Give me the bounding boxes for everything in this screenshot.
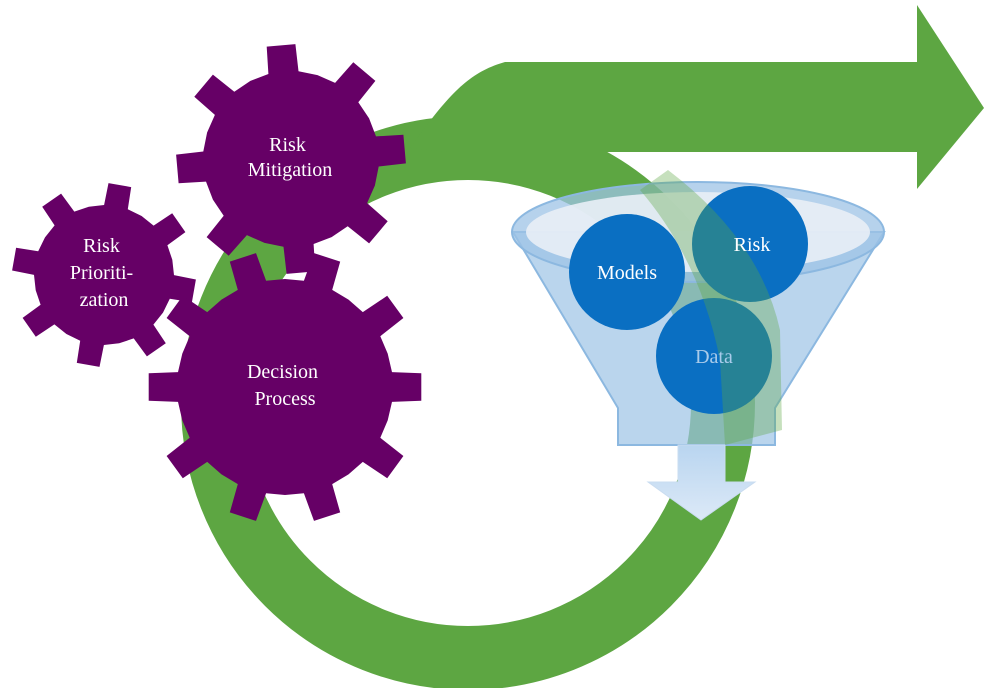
funnel-output-arrow-icon [646, 444, 757, 521]
risk-circle [692, 186, 808, 302]
loop-overlay [640, 170, 782, 445]
data-label: Data [695, 346, 733, 368]
data-circle [656, 298, 772, 414]
risk-mitigation-gear [176, 44, 406, 274]
models-circle [569, 214, 685, 330]
risk-prioritization-label: Risk Prioriti- zation [70, 235, 138, 311]
risk-prioritization-gear [12, 183, 196, 367]
decision-process-gear [148, 253, 422, 521]
loop-top-band [410, 62, 925, 152]
models-label: Models [597, 262, 657, 284]
risk-mitigation-label: Risk Mitigation [248, 134, 332, 181]
funnel-circles [569, 186, 808, 414]
loop-arrow-head [917, 5, 984, 189]
decision-process-label: Decision Process [247, 361, 323, 410]
risk-label: Risk [734, 234, 771, 256]
